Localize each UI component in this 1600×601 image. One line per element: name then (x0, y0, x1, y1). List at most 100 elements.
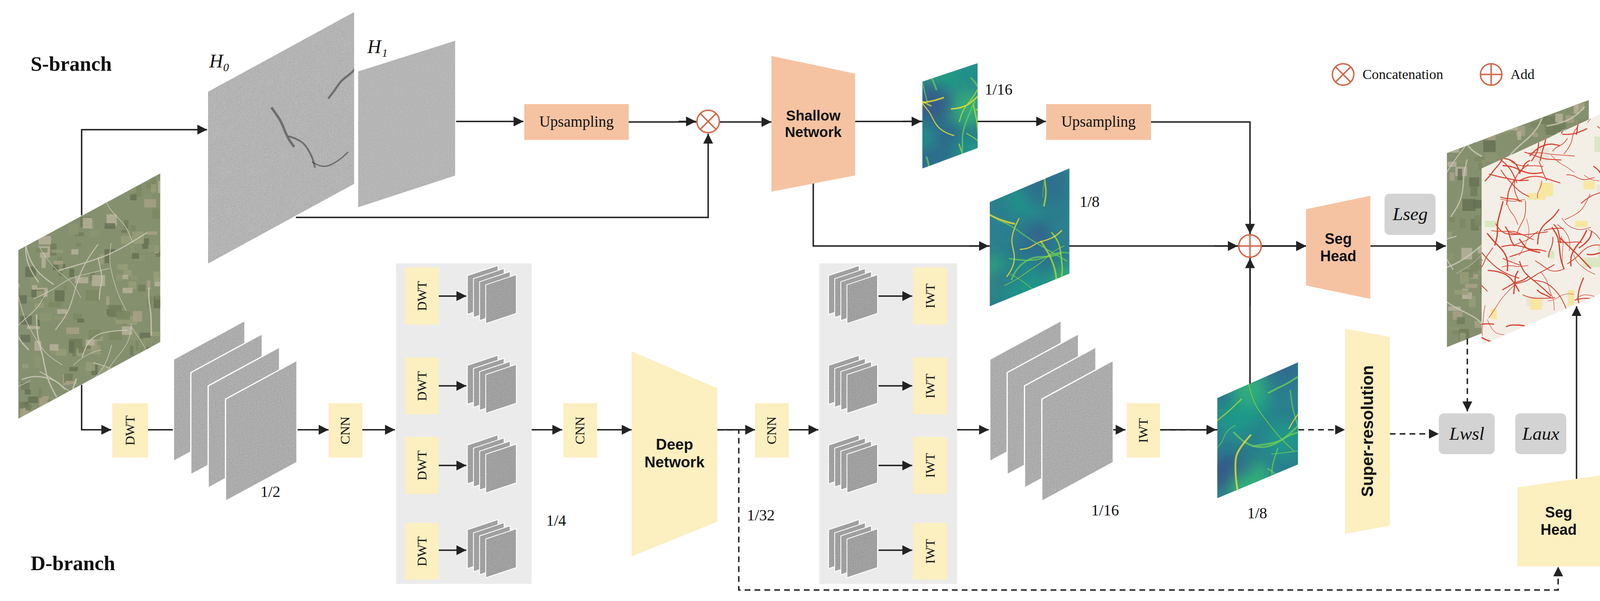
module-box: CNN (754, 402, 789, 458)
wire-arrow (81, 384, 112, 430)
wire-arrow (957, 428, 989, 431)
scale-label: 1/2 (260, 482, 281, 501)
wire-arrow (878, 295, 913, 297)
scale-label: 1/4 (546, 511, 567, 530)
noise-image (485, 364, 517, 414)
node-text: IWT (1135, 417, 1151, 443)
node-text: Lseg (1392, 203, 1428, 225)
noise-image (847, 443, 878, 493)
add-symbol (1238, 234, 1262, 258)
node-text: DWT (414, 280, 430, 311)
module-box: Upsampling (524, 104, 629, 140)
network-block: Shallow Network (771, 55, 855, 192)
loss-box: Lseg (1384, 193, 1436, 235)
map-image (1463, 83, 1600, 359)
node-text: Laux (1522, 423, 1560, 445)
scale-label: 1/8 (1079, 192, 1100, 211)
node-text: Deep Network (644, 435, 705, 471)
wire-arrow (531, 428, 563, 431)
scale-label: 1/8 (1247, 504, 1268, 523)
wire-arrow (1195, 428, 1217, 431)
add-symbol (1480, 63, 1502, 86)
noise-image (153, 12, 361, 264)
module-box: Upsampling (1046, 104, 1152, 140)
connector (597, 428, 632, 431)
scale-label: 1/16 (1091, 501, 1120, 520)
module-box: DWT (405, 267, 439, 325)
noise-image (847, 528, 878, 578)
wire-arrow (903, 120, 922, 123)
legend-text: Concatenation (1362, 66, 1443, 83)
branch-title: S-branch (30, 52, 112, 77)
noise-image (485, 443, 517, 493)
network-block: Super-resolution (1345, 328, 1390, 534)
wire-arrow (1113, 428, 1126, 431)
module-box: DWT (405, 436, 439, 494)
node-text: DWT (414, 450, 430, 481)
branch-title: D-branch (30, 551, 116, 576)
node-text: CNN (572, 416, 588, 445)
node-text: DWT (414, 370, 430, 401)
module-box: DWT (405, 357, 439, 415)
node-text: Lwsl (1449, 423, 1485, 445)
module-box: IWT (913, 267, 948, 325)
wire-arrow (878, 464, 913, 467)
wire-arrow (788, 428, 819, 431)
legend-entry: Concatenation (1328, 60, 1444, 90)
wire-arrow (1249, 209, 1251, 234)
module-box: DWT (112, 402, 149, 458)
connector (1150, 122, 1306, 247)
concat-symbol (1332, 63, 1354, 86)
scale-label: 1/16 (984, 81, 1013, 100)
wire-arrow (1575, 305, 1578, 480)
node-text: Super-resolution (1357, 365, 1377, 497)
wire-arrow (969, 245, 989, 247)
dashed-connector (1389, 432, 1439, 435)
module-box: CNN (328, 402, 363, 458)
module-box: IWT (913, 522, 948, 580)
wire-arrow (438, 384, 467, 387)
node-text: Shallow Network (784, 107, 842, 141)
module-box: DWT (405, 522, 439, 580)
module-box: IWT (913, 357, 948, 415)
node-text: IWT (922, 373, 938, 399)
legend-entry: Add (1476, 60, 1535, 90)
wire-arrow (362, 428, 395, 431)
module-panel (395, 263, 532, 584)
dashed-wire-arrow (1466, 338, 1469, 412)
map-name: H₀ (209, 50, 230, 72)
wire-arrow (438, 464, 467, 467)
module-box: CNN (563, 402, 598, 458)
noise-image (225, 360, 297, 501)
module-panel (819, 263, 958, 584)
wire-arrow (878, 549, 913, 552)
noise-image (847, 364, 878, 414)
node-text: DWT (122, 415, 138, 446)
noise-image (1041, 360, 1114, 501)
node-text: IWT (922, 283, 938, 308)
node-text: Seg Head (1540, 503, 1577, 538)
wire-arrow (456, 120, 524, 123)
module-box: IWT (1126, 402, 1161, 458)
node-text: DWT (414, 536, 430, 567)
node-text: IWT (922, 538, 938, 564)
wire-arrow (1370, 245, 1447, 247)
network-block: Seg Head (1517, 475, 1600, 567)
noise-image (485, 528, 517, 578)
network-block: Seg Head (1305, 195, 1371, 299)
wire-arrow (438, 549, 467, 552)
wire-arrow (438, 295, 467, 297)
noise-image (847, 274, 878, 324)
noise-image (358, 40, 456, 207)
node-text: CNN (764, 416, 780, 445)
concat-symbol (696, 110, 720, 133)
network-block: Deep Network (631, 351, 718, 557)
wire-arrow (678, 120, 696, 123)
node-text: Seg Head (1319, 230, 1357, 265)
wire-arrow (878, 384, 913, 387)
node-text: IWT (922, 452, 938, 478)
legend-symbol (1328, 60, 1358, 90)
wire-arrow (296, 133, 709, 218)
wire-arrow (81, 129, 208, 216)
